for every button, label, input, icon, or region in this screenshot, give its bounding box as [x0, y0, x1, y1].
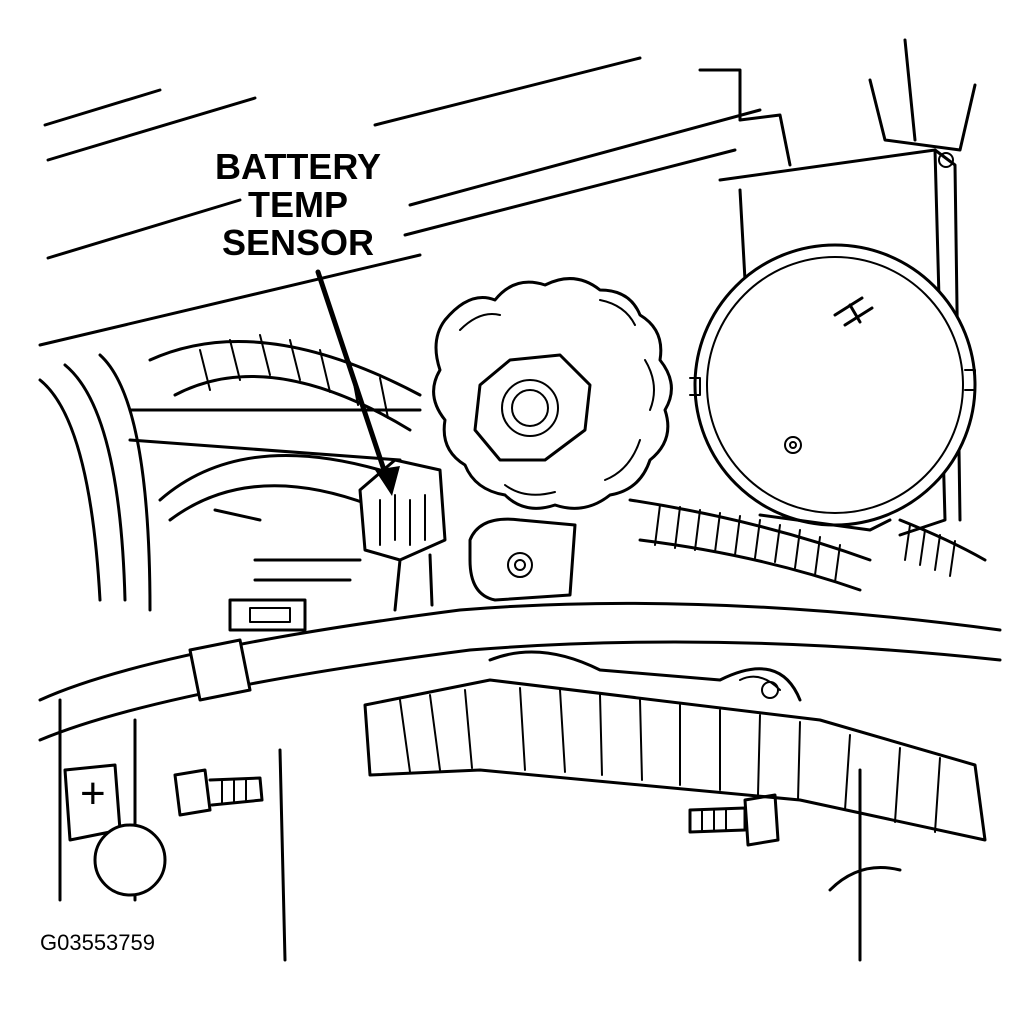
mounting-bracket [468, 517, 577, 602]
positive-terminal-symbol: + [80, 769, 106, 818]
callout-arrow [315, 269, 400, 496]
lower-left-terminal [58, 698, 862, 962]
scalloped-pulley [432, 277, 673, 510]
callout-line-2: TEMP [247, 184, 348, 225]
main-cable [38, 601, 1002, 742]
figure-id: G03553759 [40, 930, 155, 955]
callout-line-3: SENSOR [221, 222, 375, 263]
battery-temp-sensor [358, 458, 447, 612]
round-reservoir-cap [689, 243, 977, 532]
lower-right-bolt [688, 793, 902, 892]
left-clamp [213, 508, 362, 632]
upper-wire-loom [38, 334, 422, 612]
callout-line-1: BATTERY [215, 146, 381, 187]
corrugated-hose [628, 498, 987, 592]
upper-panel-lines [38, 38, 977, 347]
lower-wire-loom [363, 650, 987, 842]
